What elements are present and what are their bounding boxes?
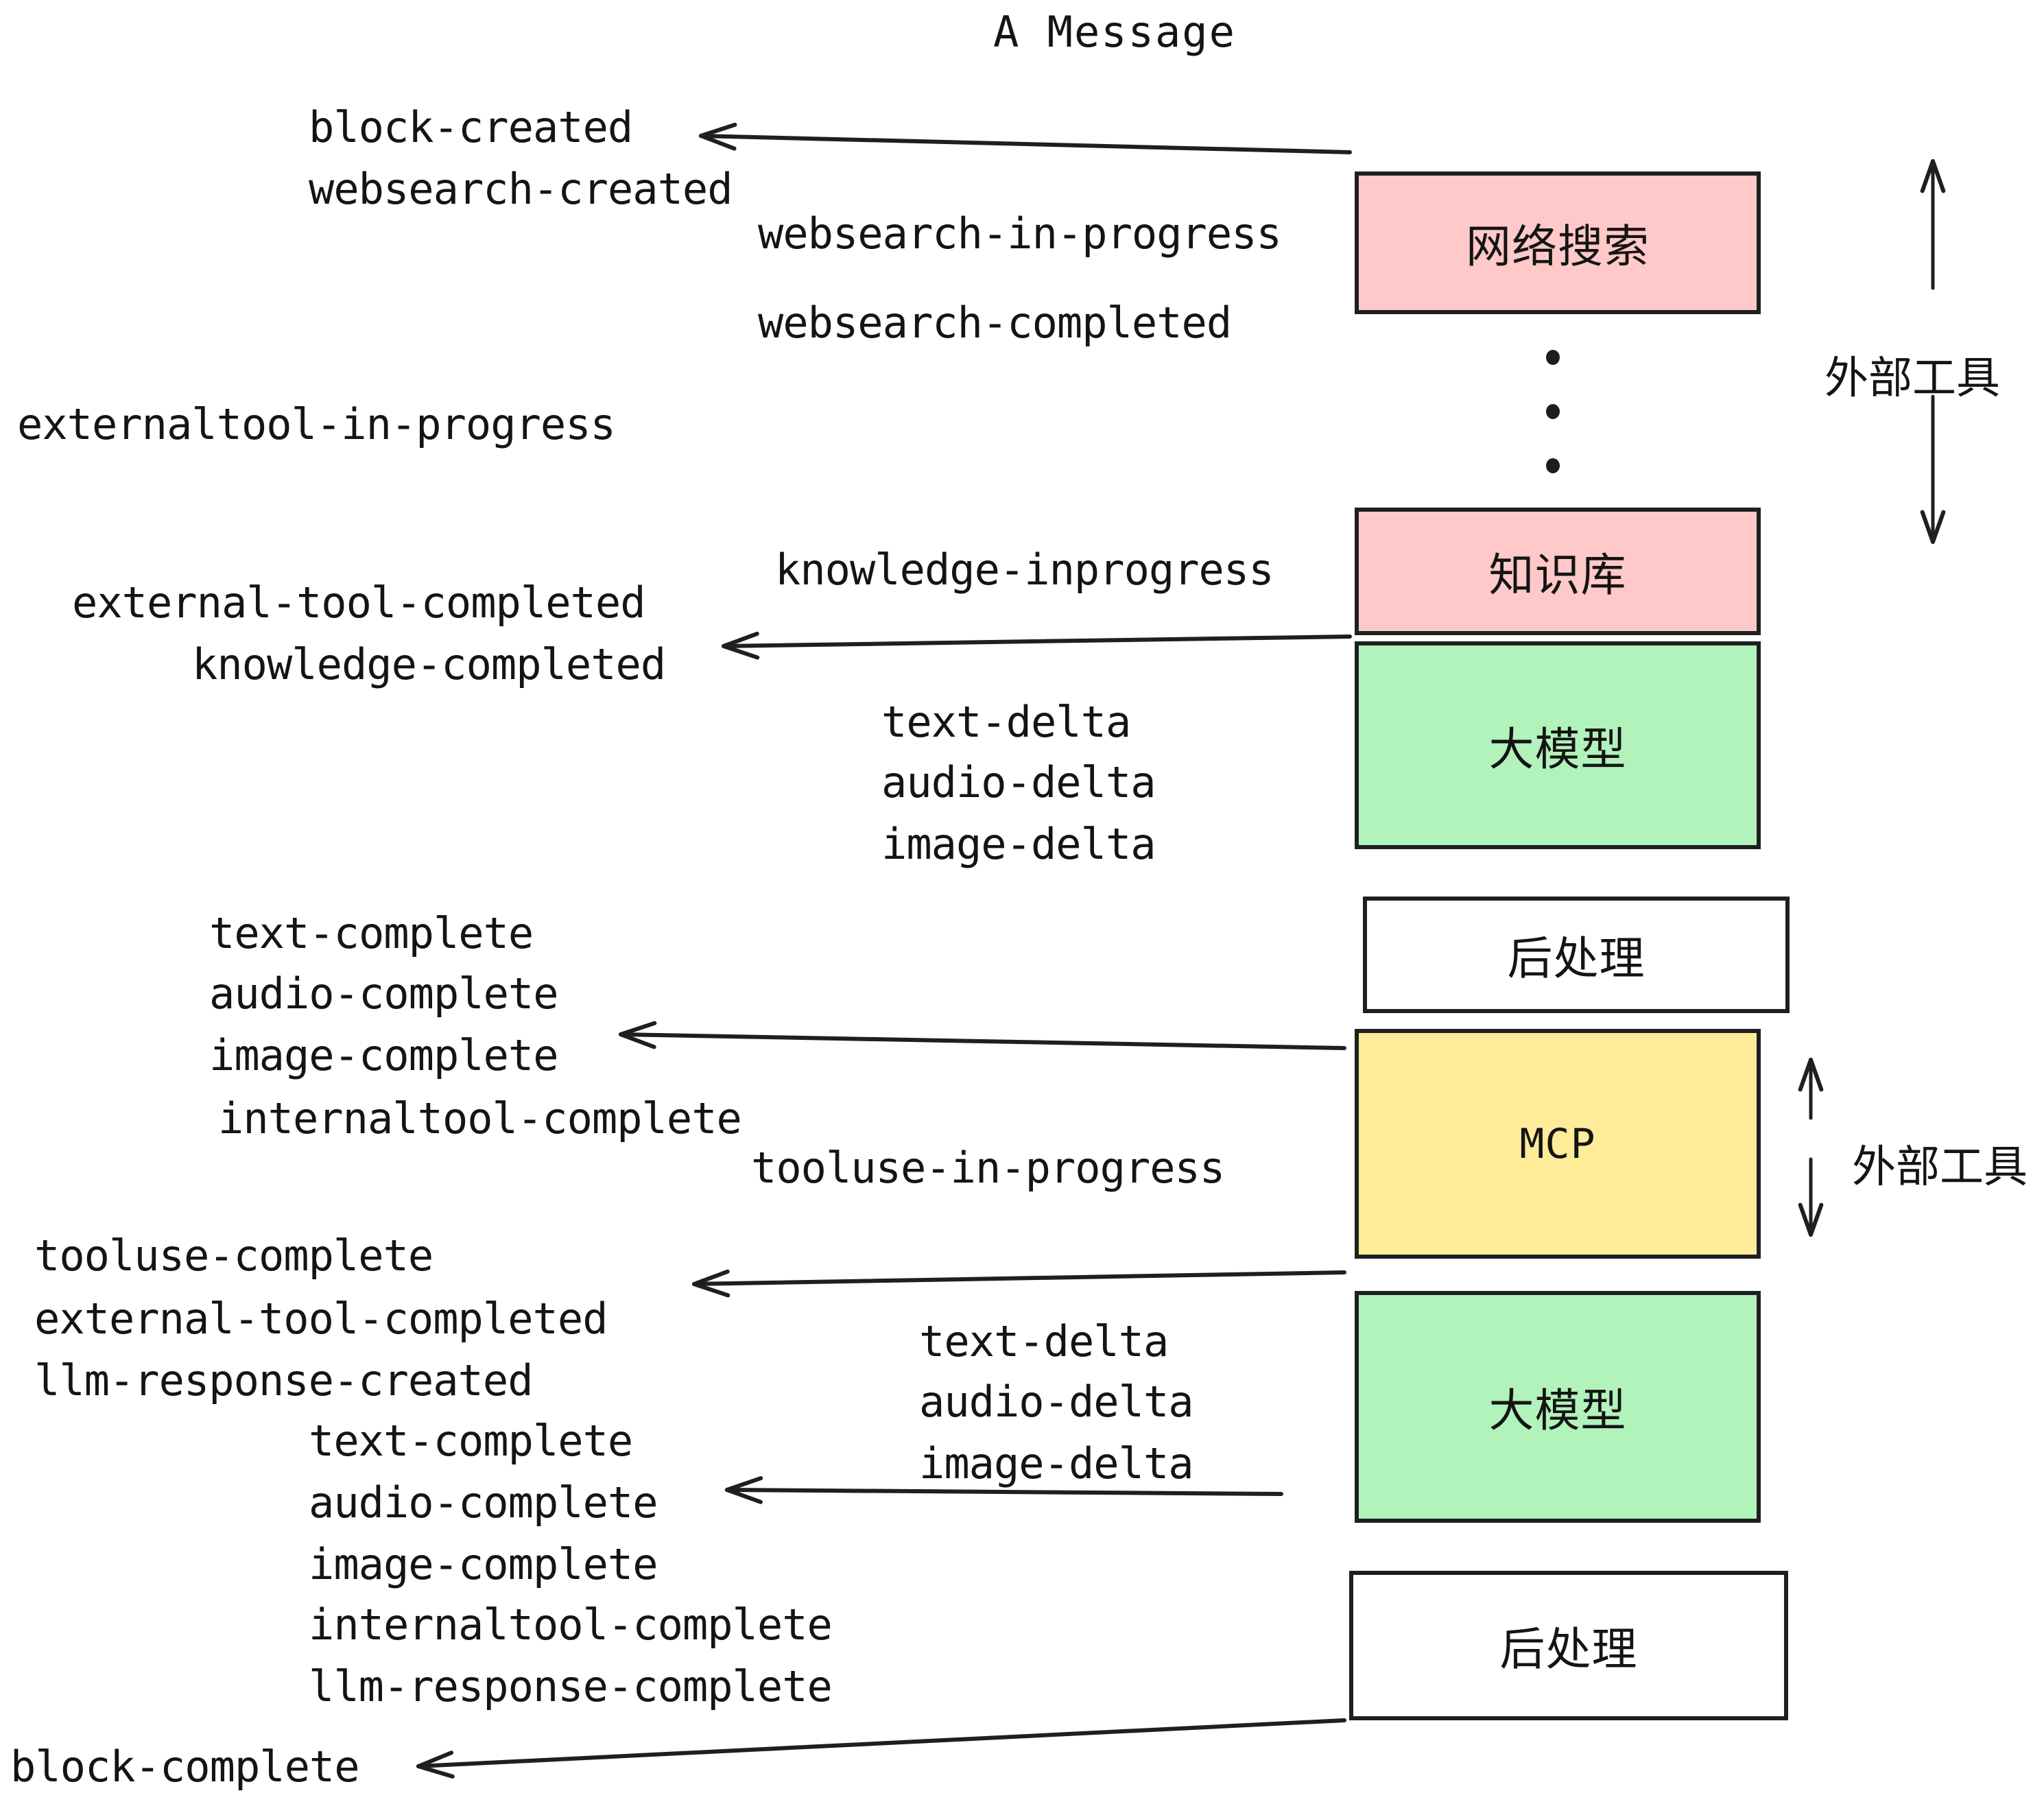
arrow-line-arrow-knowledge — [722, 634, 1352, 648]
arrowhead-arrow-audio-complete-barb-0 — [725, 1476, 763, 1492]
event-label-block-complete: block-complete — [10, 1742, 360, 1792]
arrowhead-external-tools-arrow-down-top-barb-0 — [1920, 510, 1935, 544]
arrowhead-arrow-image-complete-barb-0 — [619, 1021, 657, 1036]
arrowhead-external-tools-arrow-down-bottom-barb-0 — [1798, 1202, 1813, 1237]
arrowhead-arrow-knowledge-barb-0 — [722, 631, 759, 648]
arrowhead-external-tools-arrow-up-bottom-barb-1 — [1798, 1058, 1813, 1092]
event-label-audio-delta-2: audio-delta — [919, 1377, 1194, 1427]
arrowhead-arrow-audio-complete-barb-1 — [725, 1488, 763, 1504]
arrowhead-arrow-block-created-barb-0 — [699, 122, 737, 138]
arrowhead-external-tools-arrow-down-bottom-barb-1 — [1809, 1202, 1824, 1237]
event-label-internaltool-complete-2: internaltool-complete — [309, 1600, 833, 1650]
event-label-audio-complete-1: audio-complete — [209, 969, 559, 1019]
arrowhead-arrow-tooluse-barb-0 — [692, 1269, 730, 1286]
event-label-audio-delta-1: audio-delta — [881, 757, 1156, 807]
event-label-block-created: block-created — [309, 102, 633, 152]
event-label-image-complete-2: image-complete — [309, 1539, 658, 1589]
arrowhead-arrow-block-complete-barb-1 — [416, 1764, 455, 1779]
node-websearch[interactable]: 网络搜索 — [1355, 171, 1761, 314]
arrowhead-arrow-image-complete-barb-1 — [619, 1032, 656, 1049]
event-label-llm-response-created: llm-response-created — [34, 1355, 534, 1405]
event-label-image-complete-1: image-complete — [209, 1030, 559, 1080]
side-label-external-tools-top: 外部工具 — [1825, 353, 2000, 404]
vertical-ellipsis-icon — [1546, 350, 1560, 473]
node-mcp[interactable]: MCP — [1355, 1029, 1761, 1259]
event-label-llm-response-complete: llm-response-complete — [309, 1661, 833, 1711]
event-label-external-tool-completed-1: external-tool-completed — [72, 578, 646, 628]
arrowhead-external-tools-arrow-up-bottom-barb-0 — [1809, 1058, 1824, 1092]
event-label-internaltool-complete-1: internaltool-complete — [218, 1093, 742, 1143]
node-llm-1[interactable]: 大模型 — [1355, 641, 1761, 849]
event-label-image-delta-2: image-delta — [919, 1438, 1194, 1488]
page-title: A Message — [993, 7, 1236, 57]
event-label-text-delta-2: text-delta — [919, 1316, 1169, 1366]
event-label-external-tool-completed-2: external-tool-completed — [34, 1294, 608, 1344]
node-label-llm-2: 大模型 — [1488, 1384, 1627, 1437]
arrowhead-external-tools-arrow-up-top-barb-1 — [1920, 159, 1935, 193]
event-label-text-complete-1: text-complete — [209, 908, 534, 958]
arrowhead-external-tools-arrow-up-top-barb-0 — [1931, 159, 1946, 193]
event-label-text-complete-2: text-complete — [309, 1416, 633, 1466]
event-label-tooluse-in-progress: tooluse-in-progress — [751, 1143, 1225, 1193]
node-label-postprocess-1: 后处理 — [1507, 932, 1645, 985]
event-label-websearch-in-progress: websearch-in-progress — [758, 209, 1282, 259]
arrow-line-arrow-audio-complete — [725, 1488, 1283, 1496]
node-label-knowledge: 知识库 — [1488, 549, 1627, 602]
event-label-knowledge-completed: knowledge-completed — [192, 639, 666, 689]
event-label-websearch-created: websearch-created — [309, 164, 733, 214]
arrow-line-arrow-image-complete — [619, 1032, 1346, 1050]
node-knowledge[interactable]: 知识库 — [1355, 508, 1761, 635]
arrow-line-arrow-tooluse — [692, 1270, 1346, 1286]
event-label-tooluse-complete: tooluse-complete — [34, 1231, 433, 1281]
arrowhead-arrow-knowledge-barb-1 — [722, 644, 760, 660]
event-label-websearch-completed: websearch-completed — [758, 298, 1232, 348]
arrow-line-arrow-block-complete — [416, 1718, 1346, 1768]
node-postprocess-1[interactable]: 后处理 — [1363, 897, 1790, 1013]
event-label-image-delta-1: image-delta — [881, 819, 1156, 869]
node-label-postprocess-2: 后处理 — [1499, 1623, 1638, 1676]
event-label-knowledge-inprogress: knowledge-inprogress — [775, 545, 1274, 595]
arrowhead-arrow-block-complete-barb-0 — [416, 1750, 454, 1768]
arrowhead-arrow-tooluse-barb-1 — [692, 1282, 730, 1298]
event-label-externaltool-in-progress: externaltool-in-progress — [17, 399, 616, 449]
node-postprocess-2[interactable]: 后处理 — [1349, 1571, 1788, 1720]
arrowhead-external-tools-arrow-down-top-barb-1 — [1931, 510, 1946, 544]
node-label-llm-1: 大模型 — [1488, 722, 1627, 776]
event-label-text-delta-1: text-delta — [881, 697, 1131, 747]
arrowhead-arrow-block-created-barb-1 — [699, 134, 737, 151]
node-label-websearch: 网络搜索 — [1466, 220, 1650, 273]
event-label-audio-complete-2: audio-complete — [309, 1477, 658, 1528]
node-llm-2[interactable]: 大模型 — [1355, 1291, 1761, 1523]
arrow-line-arrow-block-created — [699, 134, 1352, 154]
side-label-external-tools-bottom: 外部工具 — [1852, 1142, 2028, 1193]
node-label-mcp: MCP — [1519, 1119, 1596, 1168]
